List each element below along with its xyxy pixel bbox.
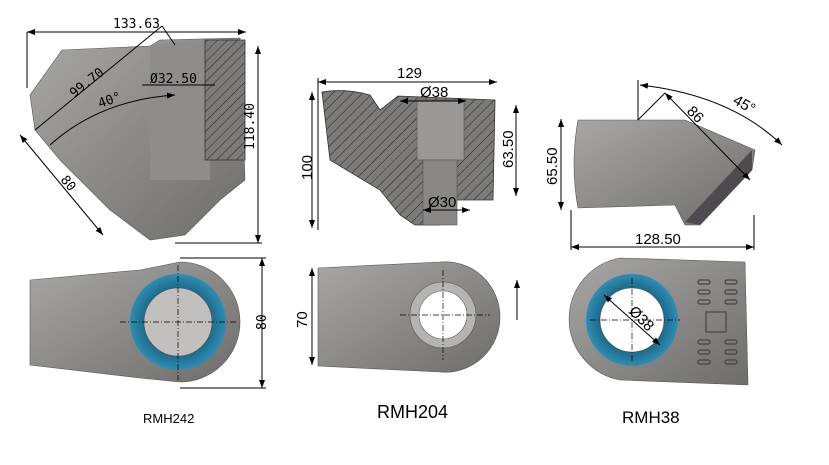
rmh38-angle-label: 45° [730, 92, 758, 118]
rmh204-height-right-label: 63.50 [500, 130, 517, 168]
rmh38-top-view: Ø38 [568, 257, 749, 386]
rmh204-bottom-height-label: 70 [294, 311, 311, 328]
rmh204-section-view: 129 Ø38 63.50 100 Ø30 [299, 65, 519, 230]
rmh242-top-view: 80 [29, 257, 270, 389]
rmh38-width-label: 128.50 [635, 231, 681, 248]
rmh204-height-left-label: 100 [299, 155, 316, 180]
rmh204-width-label: 129 [397, 65, 422, 82]
rmh242-bore-label: Ø32.50 [150, 72, 197, 87]
rmh38-side-view: 65.50 86 45° 128.50 [544, 80, 783, 250]
rmh242-bottom-height-label: 80 [255, 314, 270, 330]
caption-rmh38: RMH38 [622, 408, 680, 427]
rmh242-width-label: 133.63 [113, 17, 160, 32]
rmh204-bore-bottom-label: Ø30 [428, 194, 456, 211]
rmh38-grip-slots [697, 279, 738, 365]
rmh204-bore-top-label: Ø38 [420, 84, 448, 101]
rmh242-height-label: 118.40 [243, 103, 258, 150]
caption-rmh204: RMH204 [377, 402, 448, 422]
rmh38-height-label: 65.50 [544, 147, 561, 185]
rmh204-top-view: 70 [294, 261, 520, 373]
rmh242-side-view: 133.63 99.70 40° Ø32.50 118.40 80 [19, 17, 262, 244]
rmh242-face-label: 80 [57, 173, 79, 195]
caption-rmh242: RMH242 [143, 411, 194, 426]
